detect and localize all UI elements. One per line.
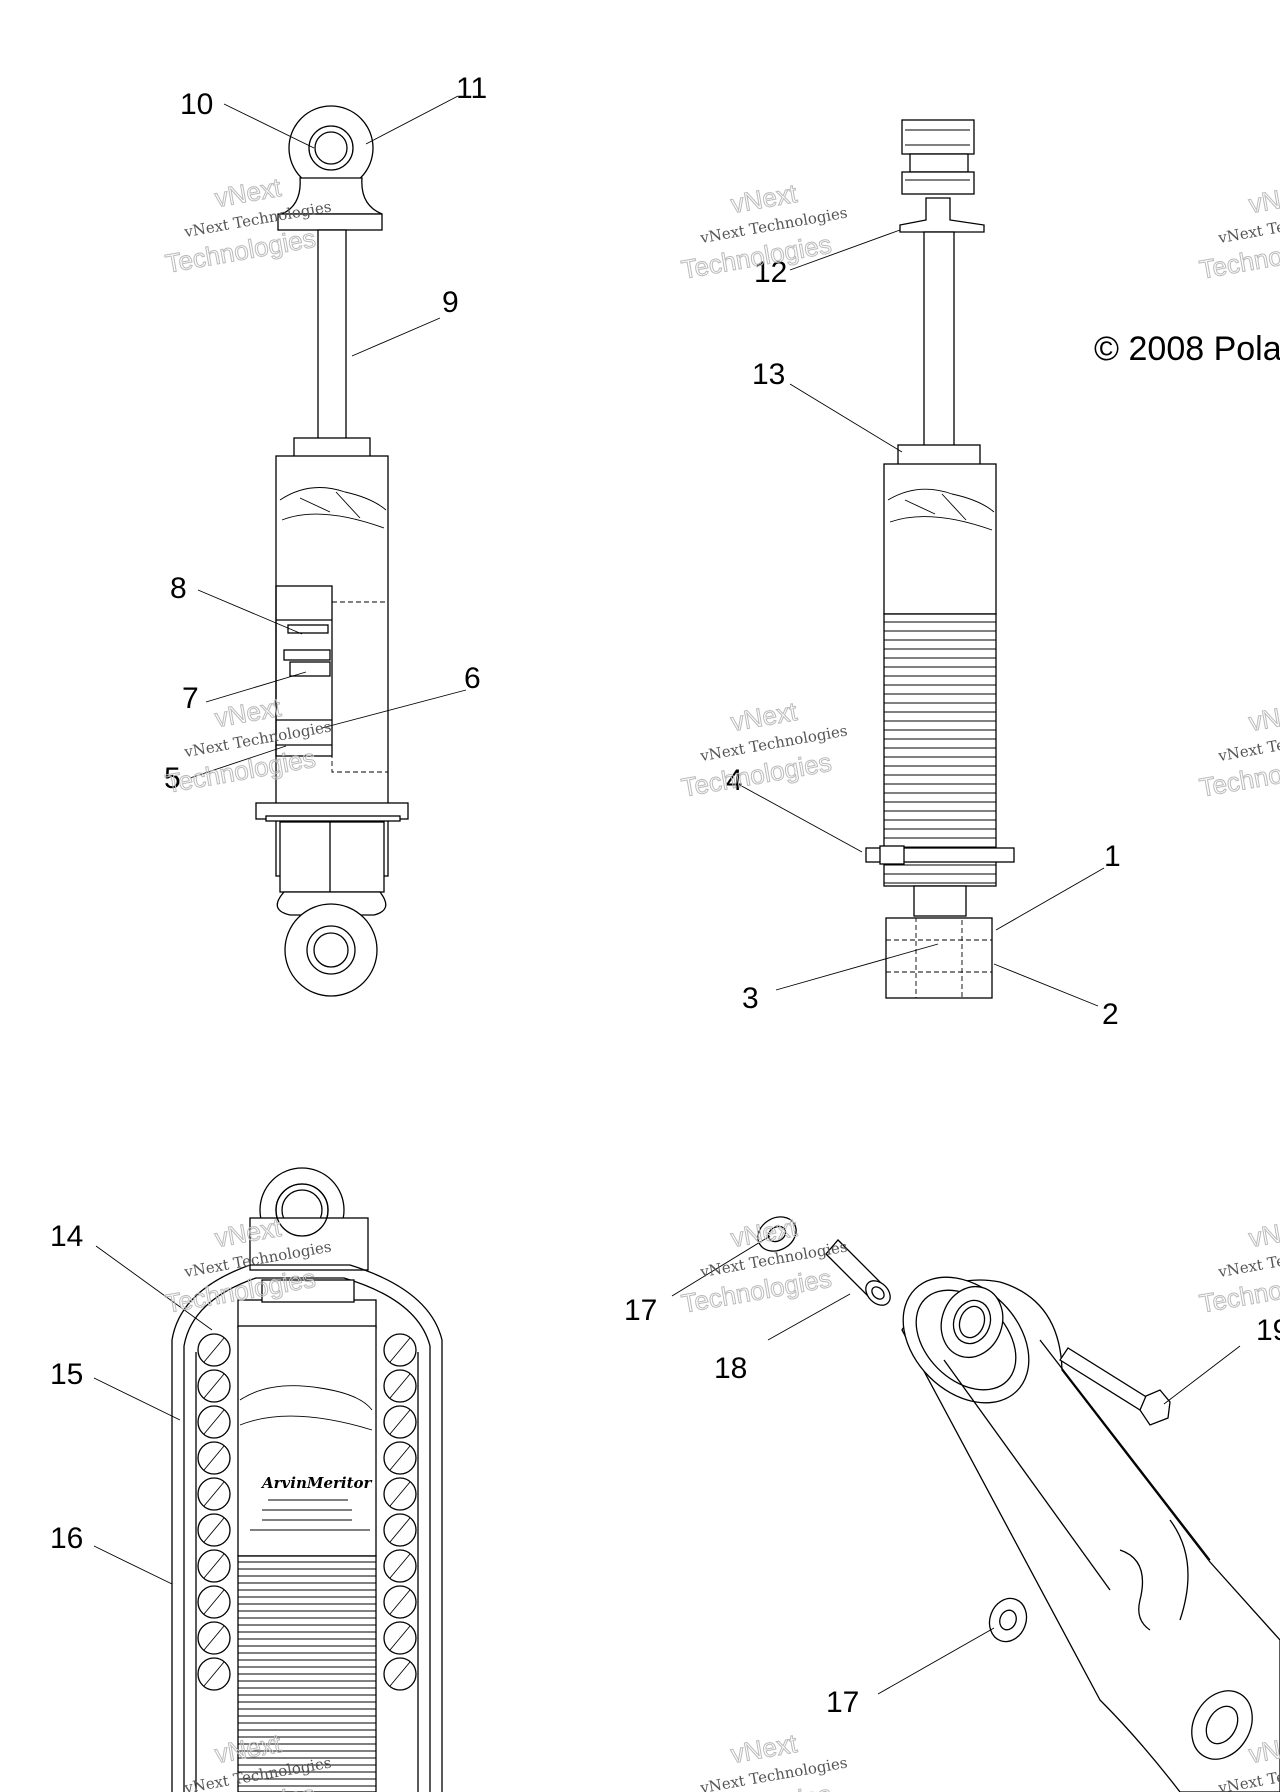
- callout-7: 7: [182, 682, 199, 715]
- callout-1: 1: [1104, 840, 1121, 873]
- callout-12: 12: [754, 256, 787, 289]
- spring-coil-stroke: [389, 1445, 411, 1471]
- spring-coil-stroke: [203, 1553, 225, 1579]
- callout-15: 15: [50, 1358, 83, 1391]
- watermark-brand: vNext: [1246, 696, 1280, 737]
- spring-coil-stroke: [389, 1661, 411, 1687]
- callout-17-top: 17: [624, 1294, 657, 1327]
- spring-coil-stroke: [203, 1625, 225, 1651]
- callout-19: 19: [1256, 1314, 1280, 1347]
- callout-17-bottom: 17: [826, 1686, 859, 1719]
- spring-coil-stroke: [203, 1589, 225, 1615]
- spring-coil-stroke: [389, 1589, 411, 1615]
- watermark-brand: vNext: [1246, 178, 1280, 219]
- callout-3: 3: [742, 982, 759, 1015]
- spring-coil-stroke: [203, 1337, 225, 1363]
- callout-labels: 10 11 9 8 7 6 5 12 13 4 1 3 2 14 15 16 1…: [50, 72, 1280, 1719]
- callout-4: 4: [726, 764, 743, 797]
- spring-coil-stroke: [389, 1625, 411, 1651]
- spring-coil-stroke: [203, 1517, 225, 1543]
- spring-coil-stroke: [203, 1409, 225, 1435]
- shock-spring-cover-view: ArvinMeritor: [171, 1167, 443, 1792]
- shock-exterior-view: [865, 119, 1015, 999]
- callout-11: 11: [456, 72, 487, 105]
- leader-lines: [93, 95, 1241, 1695]
- callout-16: 16: [50, 1522, 83, 1555]
- callout-8: 8: [170, 572, 187, 605]
- callout-6: 6: [464, 662, 481, 695]
- spring-coil-stroke: [389, 1517, 411, 1543]
- shock-cutaway-view: [255, 105, 409, 997]
- spring-coil-stroke: [203, 1661, 225, 1687]
- spring-coil-stroke: [389, 1409, 411, 1435]
- callout-18: 18: [714, 1352, 747, 1385]
- spring-coil-stroke: [389, 1481, 411, 1507]
- callout-14: 14: [50, 1220, 83, 1253]
- copyright-text: © 2008 Pola: [1094, 330, 1280, 368]
- callout-10: 10: [180, 88, 213, 121]
- spring-coil-stroke: [203, 1481, 225, 1507]
- callout-9: 9: [442, 286, 459, 319]
- spring-coil-stroke: [389, 1553, 411, 1579]
- callout-2: 2: [1102, 998, 1119, 1031]
- spring-coil-stroke: [389, 1373, 411, 1399]
- spring-coil-stroke: [389, 1337, 411, 1363]
- watermark-brand: vNext: [1246, 1212, 1280, 1253]
- spring-coil-stroke: [203, 1445, 225, 1471]
- callout-5: 5: [164, 762, 181, 795]
- shock-isometric-view: [757, 1216, 1280, 1792]
- spring-coil-stroke: [203, 1373, 225, 1399]
- svg-text:ArvinMeritor: ArvinMeritor: [260, 1474, 373, 1492]
- callout-13: 13: [752, 358, 785, 391]
